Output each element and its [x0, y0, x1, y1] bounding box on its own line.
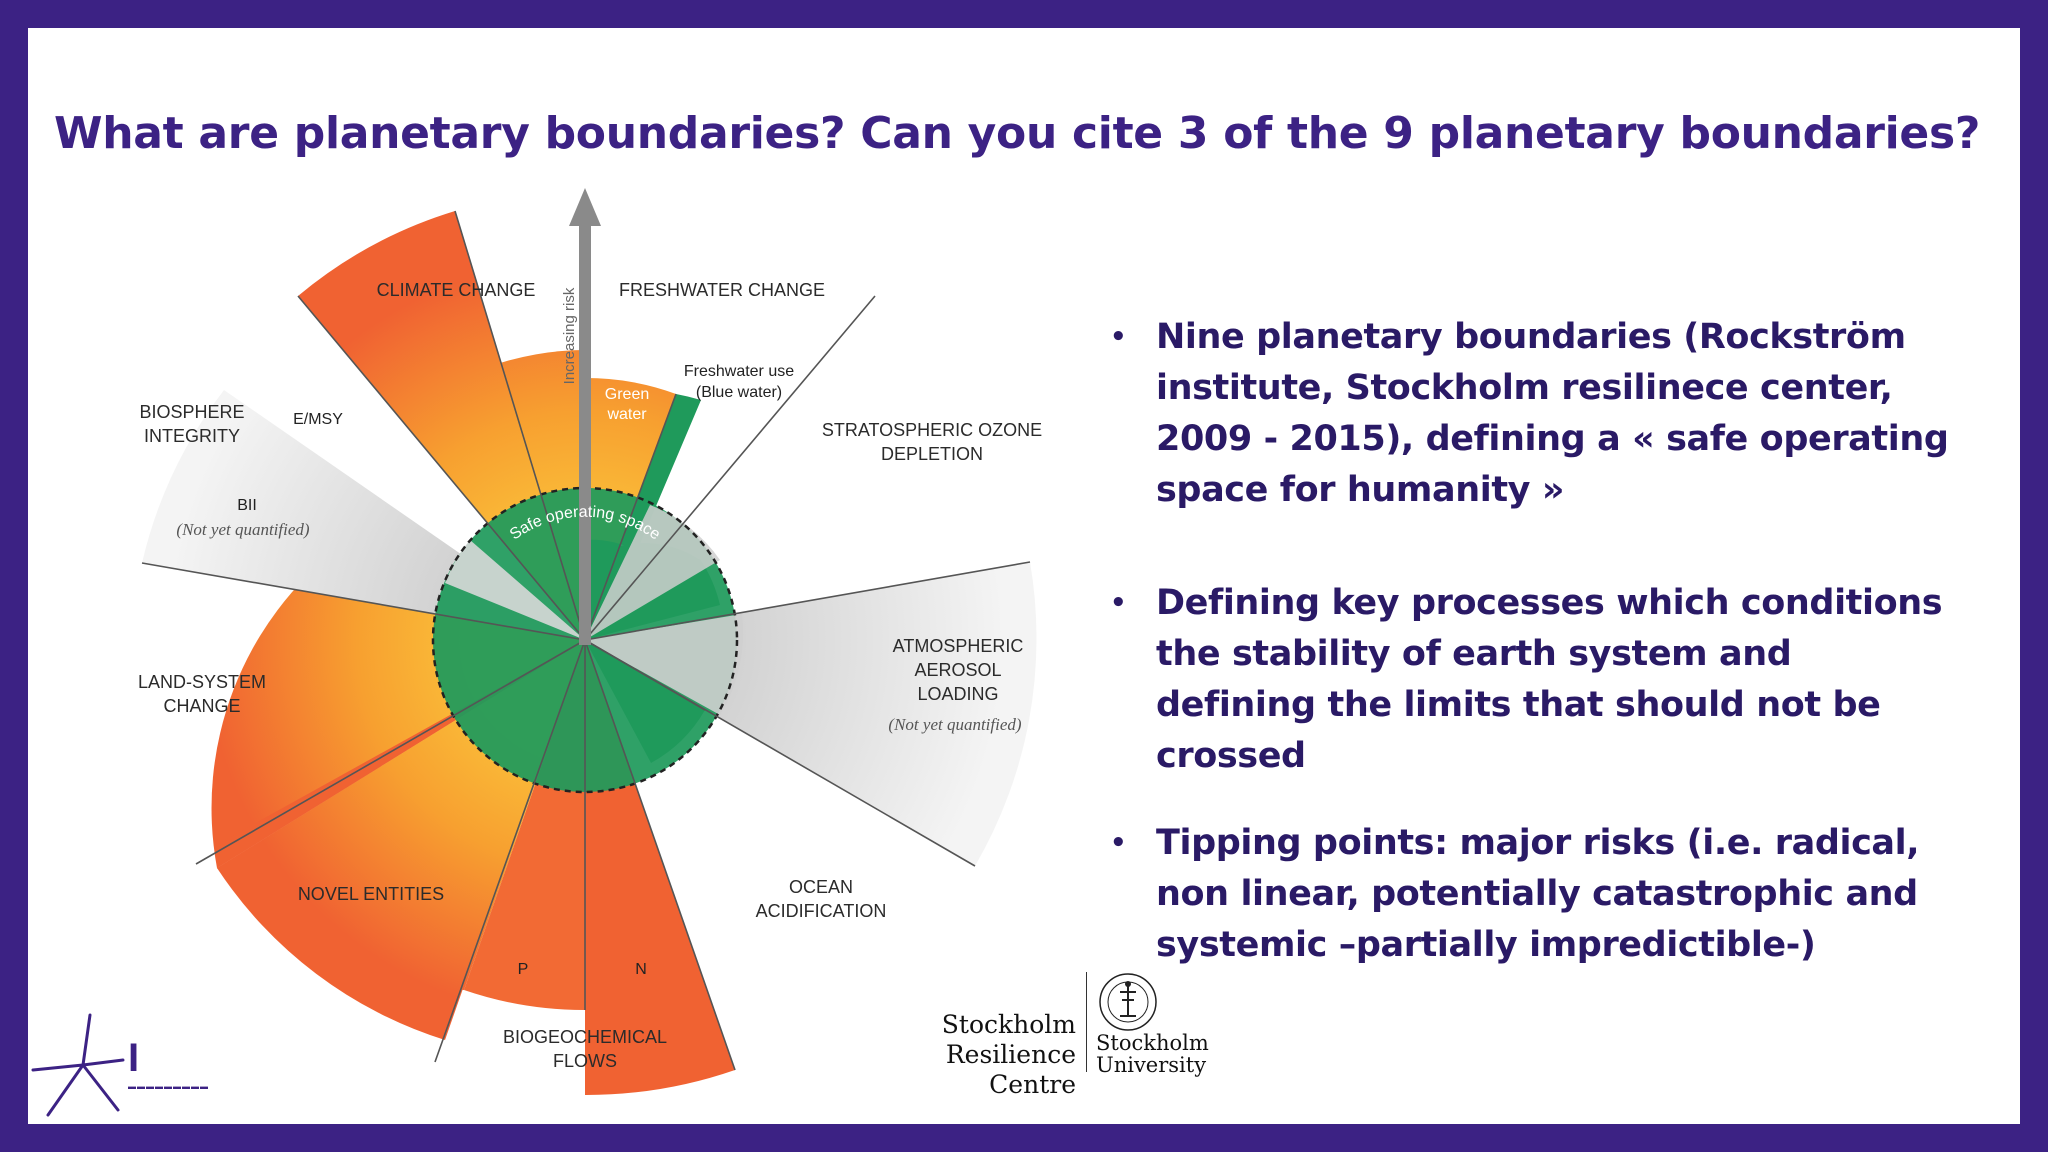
label-land-2: CHANGE	[163, 696, 240, 716]
label-biogeo-2: FLOWS	[553, 1051, 617, 1071]
label-biosphere-1: BIOSPHERE	[139, 402, 244, 422]
label-aerosol-1: ATMOSPHERIC	[893, 636, 1024, 656]
slide-title: What are planetary boundaries? Can you c…	[54, 108, 1981, 159]
org-name-line-2: Resilience Centre	[945, 1040, 1076, 1099]
label-climate-change: CLIMATE CHANGE	[377, 280, 536, 300]
bullet-item: •Tipping points: major risks (i.e. radic…	[1110, 823, 1920, 965]
label-green-water-2: water	[606, 406, 647, 423]
bullet-item: •Defining key processes which conditions…	[1110, 583, 1943, 776]
label-p: P	[518, 961, 529, 978]
logo-divider	[1086, 972, 1087, 1072]
bullet-text: Defining key processes which conditions …	[1156, 583, 1943, 776]
stockholm-resilience-centre-logo: Stockholm Resilience Centre	[852, 1010, 1076, 1100]
label-ocean-1: OCEAN	[789, 877, 853, 897]
label-biosphere-2: INTEGRITY	[144, 426, 240, 446]
bullet-text: Tipping points: major risks (i.e. radica…	[1156, 823, 1920, 965]
label-freshwater-use-1: Freshwater use	[684, 363, 794, 380]
bullet-item: •Nine planetary boundaries (Rockström in…	[1110, 317, 1949, 510]
label-aerosol-3: LOADING	[917, 684, 998, 704]
org-name-line-1: Stockholm	[941, 1010, 1076, 1039]
label-aerosol-2: AEROSOL	[914, 660, 1001, 680]
radial-dividers	[141, 210, 1031, 1071]
label-n: N	[635, 961, 647, 978]
label-ocean-2: ACIDIFICATION	[756, 901, 887, 921]
school-star-logo-icon	[31, 1013, 125, 1117]
bullet-list: •Nine planetary boundaries (Rockström in…	[1110, 312, 1950, 971]
label-aerosol-note: (Not yet quantified)	[888, 715, 1021, 734]
label-biogeo-1: BIOGEOCHEMICAL	[503, 1027, 667, 1047]
label-novel-entities: NOVEL ENTITIES	[298, 884, 444, 904]
label-green-water-1: Green	[605, 386, 649, 403]
stockholm-university-logo: Stockholm University	[1096, 1032, 1209, 1076]
bullet-text: Nine planetary boundaries (Rockström ins…	[1156, 317, 1949, 510]
label-freshwater-change: FRESHWATER CHANGE	[619, 280, 825, 300]
label-bii: BII	[237, 497, 257, 514]
increasing-risk-arrow	[569, 188, 601, 645]
label-bii-note: (Not yet quantified)	[176, 520, 309, 539]
label-ozone-1: STRATOSPHERIC OZONE	[822, 420, 1042, 440]
uni-name-line-1: Stockholm	[1096, 1031, 1209, 1055]
school-logo-letter: I	[128, 1036, 140, 1080]
uni-name-line-2: University	[1096, 1053, 1207, 1077]
planetary-boundaries-diagram: Increasing risk Safe operating space CLI…	[138, 188, 1042, 1096]
label-land-1: LAND-SYSTEM	[138, 672, 266, 692]
increasing-risk-label: Increasing risk	[561, 287, 578, 384]
label-freshwater-use-2: (Blue water)	[696, 384, 782, 401]
label-ozone-2: DEPLETION	[881, 444, 983, 464]
stockholm-university-seal-icon	[1099, 973, 1157, 1031]
school-logo-underline: ▬▬▬▬▬▬▬▬▬	[128, 1082, 209, 1091]
label-emsy: E/MSY	[293, 411, 343, 428]
